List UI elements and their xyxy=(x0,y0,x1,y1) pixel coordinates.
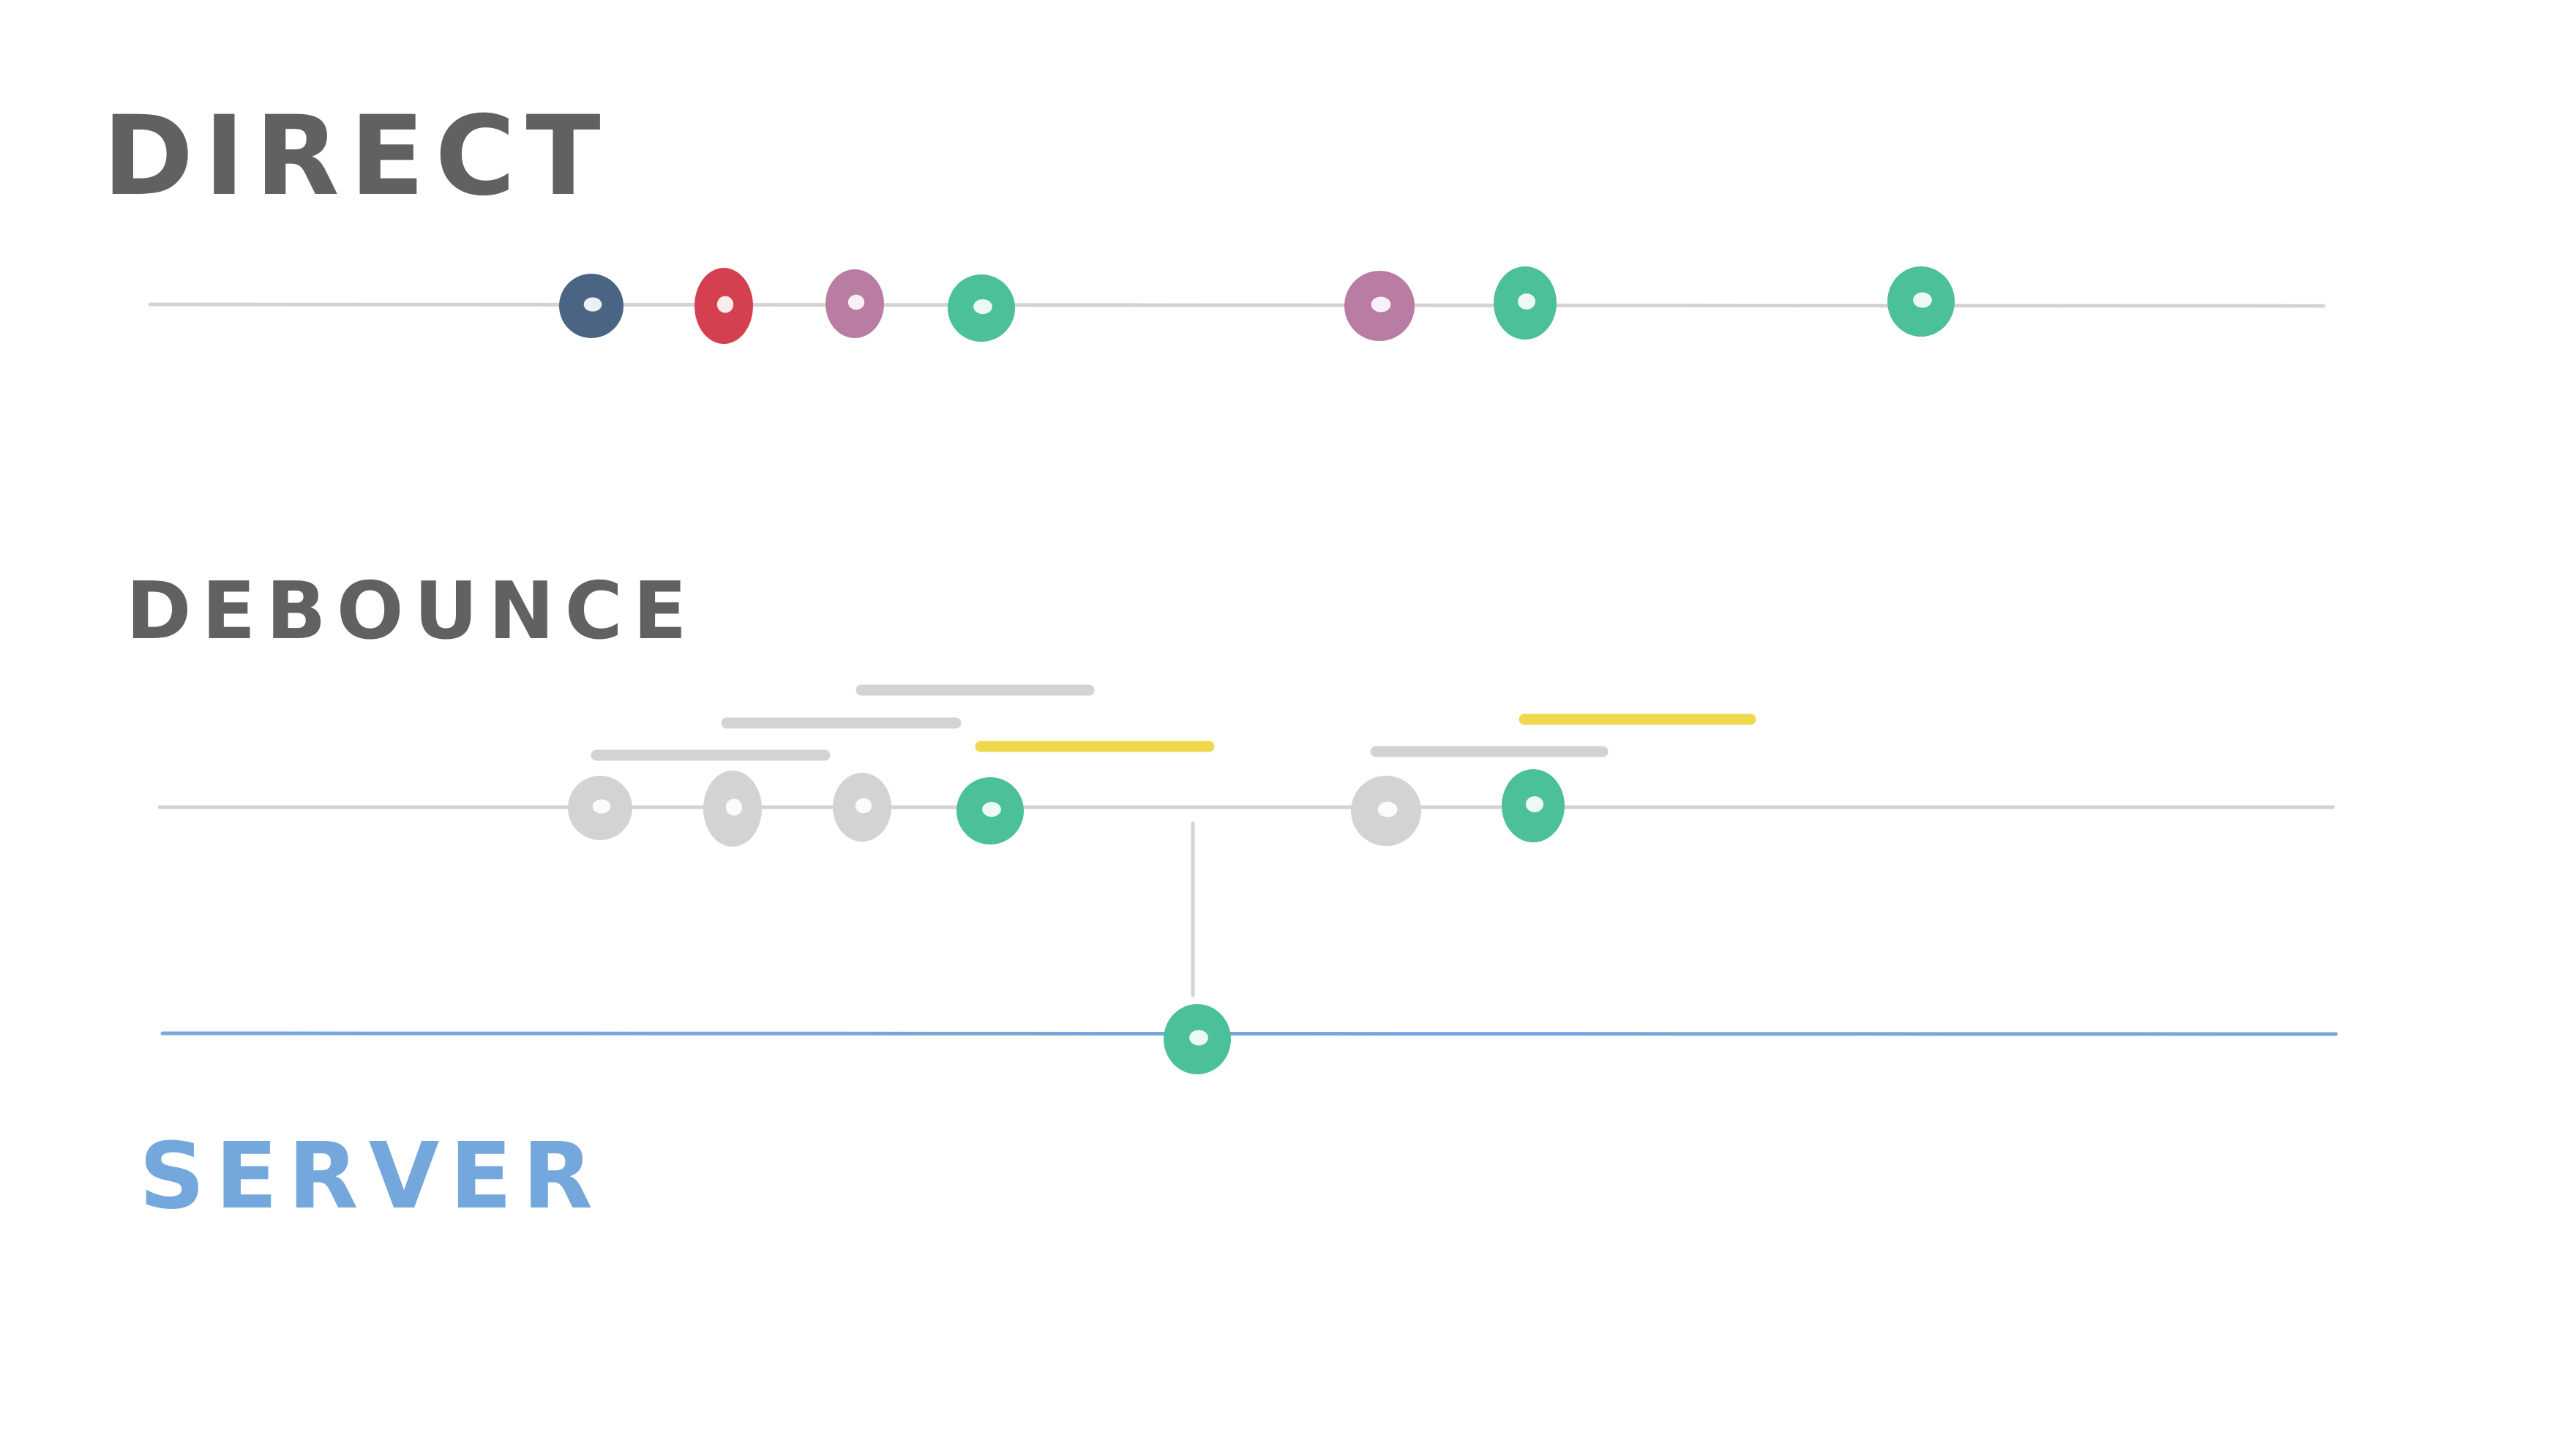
server-events xyxy=(1164,1004,1231,1074)
server-timeline xyxy=(160,1031,2338,1036)
direct-event-dot xyxy=(948,274,1015,342)
debounce-event-dot xyxy=(1502,769,1565,842)
direct-timeline xyxy=(148,302,2326,308)
direct-event-dot xyxy=(559,274,624,338)
server-event-dot xyxy=(1164,1004,1231,1074)
debounce-events xyxy=(568,769,1565,847)
debounce-event-dot xyxy=(703,771,762,847)
direct-event-dot xyxy=(1344,271,1415,341)
server-label: SERVER xyxy=(139,1123,603,1229)
direct-event-dot xyxy=(825,269,884,338)
debounce-event-dot xyxy=(833,773,891,842)
direct-events xyxy=(559,266,1955,344)
debounce-windows xyxy=(591,684,1756,761)
direct-event-dot xyxy=(1887,266,1955,337)
direct-label: DIRECT xyxy=(102,93,611,220)
debounce-label: DEBOUNCE xyxy=(126,566,697,657)
debounce-event-dot xyxy=(956,777,1024,845)
debounce-event-dot xyxy=(1351,776,1421,846)
debounce-event-dot xyxy=(568,776,632,840)
direct-event-dot xyxy=(1494,266,1557,340)
direct-event-dot xyxy=(694,268,753,344)
